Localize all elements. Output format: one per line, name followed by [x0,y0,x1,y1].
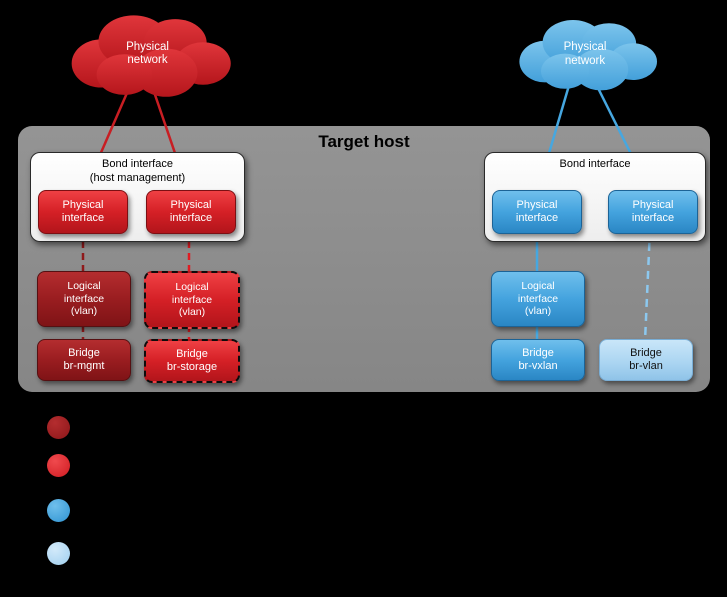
legend-swatch-light-blue [47,542,70,565]
logical-interface-vlan-storage: Logical interface (vlan) [144,271,240,329]
target-host-title: Target host [318,132,410,151]
blue-cloud-label: Physical network [563,41,607,68]
bridge-br-mgmt: Bridge br-mgmt [37,339,131,381]
blue-cloud-icon [519,20,657,91]
red-cloud-label: Physical network [126,40,169,67]
logical-interface-vlan-mgmt: Logical interface (vlan) [37,271,131,327]
physical-interface-red-1: Physical interface [38,190,128,234]
physical-interface-red-2: Physical interface [146,190,236,234]
bond-left-label: Bond interface (host management) [89,158,186,184]
legend-swatch-blue [47,499,70,522]
red-cloud-icon [71,15,231,97]
physical-interface-blue-2: Physical interface [608,190,698,234]
logical-interface-vlan-vxlan: Logical interface (vlan) [491,271,585,327]
legend-swatch-dark-red [47,416,70,439]
physical-network-cloud-red: Physical network [55,6,240,108]
legend-swatch-red [47,454,70,477]
bridge-br-vxlan: Bridge br-vxlan [491,339,585,381]
bond-right-label: Bond interface [559,158,631,170]
physical-interface-blue-1: Physical interface [492,190,582,234]
bridge-br-storage: Bridge br-storage [144,339,240,383]
bridge-br-vlan: Bridge br-vlan [599,339,693,381]
physical-network-cloud-blue: Physical network [505,10,665,102]
